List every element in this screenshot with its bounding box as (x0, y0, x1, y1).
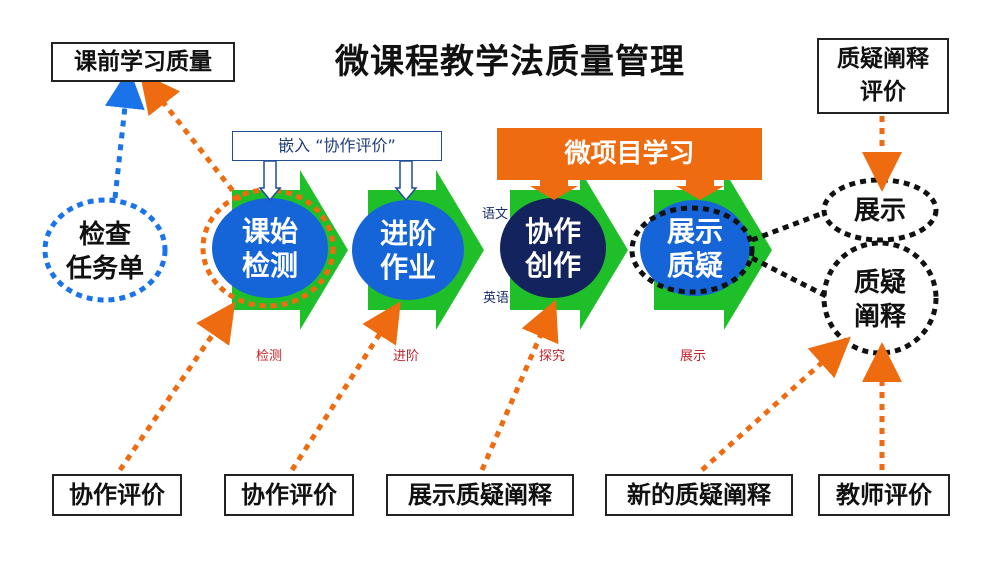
orange-arrow-b4 (700, 336, 851, 472)
subject-chinese: 语文 (482, 207, 509, 222)
stage-circle-4 (640, 200, 750, 296)
stage-circle-1 (212, 198, 328, 298)
collab-eval-box-1: 协作评价 (52, 474, 182, 516)
bar-arrow-2 (676, 178, 724, 200)
orange-arrow-b2 (289, 301, 401, 472)
connector-display (751, 209, 827, 243)
connector-question (750, 255, 828, 299)
bar-arrow-1 (530, 178, 578, 200)
stage-label-2: 进阶 作业 (379, 217, 436, 284)
subject-english: 英语 (483, 291, 510, 306)
new-question-box: 新的质疑阐释 (605, 474, 793, 516)
embed-arrow-2 (394, 160, 418, 202)
display-circle (821, 177, 939, 243)
stage-circle-2 (352, 200, 464, 300)
stage-circle-3 (500, 198, 606, 298)
pre-class-quality-box: 课前学习质量 (51, 42, 235, 82)
caption-3: 探究 (539, 349, 566, 364)
orange-arrow-topleft (139, 72, 242, 202)
stage-label-3: 协作 创作 (524, 215, 581, 282)
display-circle-label: 展示 (853, 196, 906, 226)
caption-2: 进阶 (393, 349, 420, 364)
page-title: 微课程教学法质量管理 (335, 42, 685, 82)
embed-arrow-1 (258, 160, 282, 202)
question-circle (821, 240, 939, 356)
blue-arrow-up (104, 68, 145, 199)
micro-project-bar: 微项目学习 (497, 128, 762, 180)
question-eval-box: 质疑阐释 评价 (817, 38, 949, 114)
caption-1: 检测 (256, 349, 283, 364)
orange-arrow-b1 (117, 301, 236, 472)
stage-label-1: 课始 检测 (241, 215, 298, 282)
question-circle-label: 质疑 阐释 (853, 268, 906, 332)
display-ring (629, 205, 755, 295)
orange-arrow-b3 (479, 299, 559, 471)
display-question-box: 展示质疑阐释 (386, 474, 574, 516)
task-check-circle (42, 197, 168, 303)
caption-4: 展示 (680, 349, 707, 364)
teacher-eval-box: 教师评价 (818, 474, 950, 516)
task-check-label: 检查 任务单 (65, 220, 144, 284)
stage-label-4: 展示 质疑 (666, 215, 723, 282)
collab-eval-box-2: 协作评价 (224, 474, 354, 516)
embed-collab-eval-box: 嵌入 “协作评价” (232, 131, 442, 161)
